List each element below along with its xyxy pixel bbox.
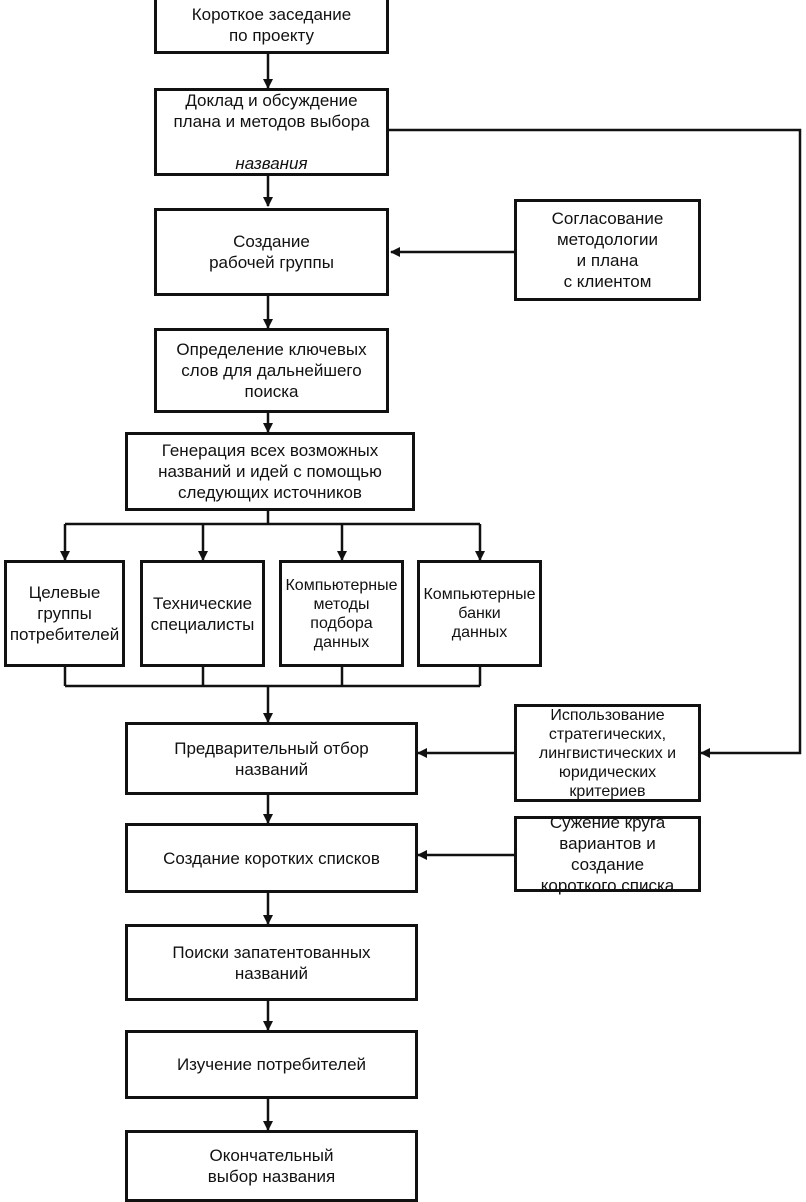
- box-final-choice: Окончательный выбор названия: [125, 1130, 418, 1202]
- box-narrowing: Сужение круга вариантов и создание корот…: [514, 813, 701, 895]
- box-source-tech-specialists-label: Технические специалисты: [150, 593, 255, 634]
- box-keywords: Определение ключевых слов для дальнейшег…: [154, 328, 389, 413]
- arrow-report-to-criteria: [388, 128, 802, 758]
- box-shortlists-label: Создание коротких списков: [163, 848, 380, 868]
- box-final-choice-label: Окончательный выбор названия: [207, 1146, 336, 1186]
- box-report-label: Доклад и обсуждение плана и методов выбо…: [173, 69, 369, 195]
- box-report-text: Доклад и обсуждение плана и методов выбо…: [173, 91, 370, 131]
- box-consumer-study-label: Изучение потребителей: [176, 1055, 367, 1074]
- box-source-computer-methods: Компьютерные методы подбора данных: [279, 560, 404, 667]
- box-source-databanks: Компьютерные банки данных: [417, 560, 542, 667]
- box-keywords-label: Определение ключевых слов для дальнейшег…: [176, 340, 367, 401]
- box-agree-method: Согласование методологии и плана с клиен…: [514, 199, 701, 301]
- box-source-computer-methods-label: Компьютерные методы подбора данных: [285, 576, 398, 651]
- box-source-databanks-label: Компьютерные банки данных: [423, 586, 536, 641]
- box-source-target-groups: Целевые группы потребителей: [4, 560, 125, 667]
- box-narrowing-label: Сужение круга вариантов и создание корот…: [540, 813, 675, 895]
- box-report-text-italic: названия: [235, 154, 308, 173]
- box-generation-label: Генерация всех возможных названий и идей…: [158, 441, 382, 502]
- box-patent-search-label: Поиски запатентованных названий: [172, 942, 371, 983]
- box-kickoff: Короткое заседание по проекту: [154, 0, 389, 54]
- box-report: Доклад и обсуждение плана и методов выбо…: [154, 88, 389, 176]
- box-preselection: Предварительный отбор названий: [125, 722, 418, 795]
- box-shortlists: Создание коротких списков: [125, 823, 418, 893]
- box-agree-method-label: Согласование методологии и плана с клиен…: [551, 209, 664, 291]
- box-source-tech-specialists: Технические специалисты: [140, 560, 265, 667]
- box-generation: Генерация всех возможных названий и идей…: [125, 432, 415, 511]
- box-patent-search: Поиски запатентованных названий: [125, 924, 418, 1001]
- box-criteria-label: Использование стратегических, лингвистич…: [538, 706, 677, 800]
- box-preselection-label: Предварительный отбор названий: [174, 738, 369, 779]
- box-working-group-label: Создание рабочей группы: [209, 232, 334, 272]
- box-source-target-groups-label: Целевые группы потребителей: [9, 583, 120, 644]
- box-kickoff-label: Короткое заседание по проекту: [191, 5, 352, 45]
- box-criteria: Использование стратегических, лингвистич…: [514, 704, 701, 802]
- box-working-group: Создание рабочей группы: [154, 208, 389, 296]
- box-consumer-study: Изучение потребителей: [125, 1030, 418, 1099]
